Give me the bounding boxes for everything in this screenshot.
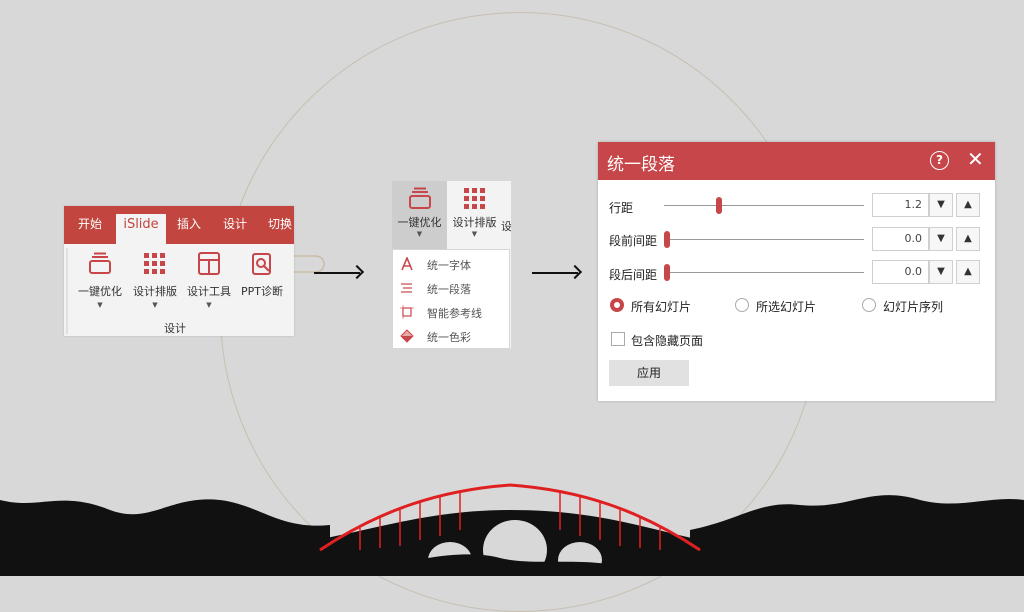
grid-icon — [144, 253, 165, 274]
space-before-label: 段前间距 — [609, 234, 658, 248]
radio-label: 所选幻灯片 — [756, 300, 817, 314]
chevron-up-icon: ▲ — [964, 233, 972, 244]
optimize-menu: 统一字体 统一段落 智能参考线 统一色彩 — [392, 249, 510, 349]
layers-icon — [408, 187, 431, 209]
radio-dot[interactable] — [862, 298, 876, 312]
ribbon-divider — [66, 248, 68, 334]
color-diamond-icon — [400, 329, 414, 343]
arrow-right-icon — [314, 272, 360, 274]
chevron-down-icon: ▼ — [937, 233, 945, 244]
design-layout-button[interactable]: 设计排版 ▼ — [127, 252, 183, 309]
design-layout-button[interactable]: 设计排版 ▼ — [447, 181, 502, 249]
menu-item-label: 统一色彩 — [427, 331, 471, 344]
button-label: 一键优化 — [78, 285, 122, 298]
apply-button[interactable]: 应用 — [609, 360, 689, 386]
dialog-title: 统一段落 — [607, 155, 675, 175]
button-label: 设计排版 — [452, 216, 497, 229]
chevron-down-icon: ▼ — [152, 301, 158, 309]
radio-label: 所有幻灯片 — [631, 300, 692, 314]
button-label: PPT诊断 — [241, 285, 283, 298]
ribbon-group-label: 设计 — [164, 322, 186, 335]
button-label: 设计工具 — [187, 285, 231, 298]
chevron-down-icon: ▼ — [937, 199, 945, 210]
design-tools-button[interactable]: 设计工具 ▼ — [181, 252, 237, 309]
font-a-icon — [401, 257, 413, 271]
line-spacing-slider-thumb[interactable] — [716, 197, 722, 214]
one-click-optimize-button[interactable]: 一键优化 ▼ — [72, 252, 128, 309]
menu-item-unify-font[interactable]: 统一字体 — [397, 253, 507, 275]
menu-item-label: 统一字体 — [427, 259, 471, 272]
radio-dot[interactable] — [735, 298, 749, 312]
tab-transition[interactable]: 切换 — [268, 217, 293, 231]
help-icon[interactable]: ? — [930, 151, 949, 170]
dropdown-screenshot: 一键优化 ▼ 设计排版 ▼ 设 统一字体 统一段落 智能参考线 统一色彩 — [392, 181, 511, 349]
radio-label: 幻灯片序列 — [883, 300, 944, 314]
ribbon-screenshot: 开始 iSlide 插入 设计 切换 一键优化 ▼ 设计排版 ▼ 设计工具 ▼ … — [64, 206, 294, 336]
arrow-right-icon — [532, 272, 578, 274]
decrement-button[interactable]: ▼ — [929, 193, 953, 217]
chevron-down-icon: ▼ — [471, 230, 478, 238]
guides-icon — [400, 305, 414, 319]
decrement-button[interactable]: ▼ — [929, 260, 953, 284]
menu-item-label: 智能参考线 — [427, 307, 482, 320]
line-spacing-label: 行距 — [609, 201, 634, 215]
tab-insert[interactable]: 插入 — [177, 217, 202, 231]
line-spacing-input[interactable]: 1.2 — [872, 193, 929, 217]
button-label: 设计排版 — [133, 285, 177, 298]
chevron-down-icon: ▼ — [97, 301, 103, 309]
radio-dot[interactable] — [610, 298, 624, 312]
ribbon-tab-bar — [64, 206, 294, 244]
truncated-design-button[interactable]: 设 — [501, 220, 511, 233]
tab-islide[interactable]: iSlide — [116, 214, 166, 244]
include-hidden-label: 包含隐藏页面 — [631, 334, 704, 348]
dialog-titlebar — [598, 142, 995, 180]
include-hidden-checkbox[interactable] — [611, 332, 625, 346]
line-spacing-slider-track[interactable] — [664, 205, 864, 206]
menu-item-label: 统一段落 — [427, 283, 471, 296]
space-after-label: 段后间距 — [609, 268, 658, 282]
space-before-slider-track[interactable] — [664, 239, 864, 240]
space-before-input[interactable]: 0.0 — [872, 227, 929, 251]
layout-icon — [198, 252, 220, 275]
space-before-slider-thumb[interactable] — [664, 231, 670, 248]
clipboard-search-icon — [252, 253, 271, 275]
chevron-down-icon: ▼ — [937, 266, 945, 277]
bridge-landscape-illustration — [0, 483, 1024, 576]
paragraph-lines-icon — [401, 283, 412, 293]
chevron-down-icon: ▼ — [416, 230, 423, 238]
grid-icon — [463, 188, 485, 209]
chevron-up-icon: ▲ — [964, 199, 972, 210]
menu-item-smart-guides[interactable]: 智能参考线 — [397, 301, 507, 323]
one-click-optimize-button[interactable]: 一键优化 ▼ — [392, 181, 447, 249]
space-after-input[interactable]: 0.0 — [872, 260, 929, 284]
layers-icon — [89, 252, 111, 274]
chevron-down-icon: ▼ — [206, 301, 212, 309]
increment-button[interactable]: ▲ — [956, 260, 980, 284]
menu-item-unify-color[interactable]: 统一色彩 — [397, 325, 507, 347]
space-after-slider-track[interactable] — [664, 272, 864, 273]
chevron-up-icon: ▲ — [964, 266, 972, 277]
tab-home[interactable]: 开始 — [78, 217, 103, 231]
ppt-diagnosis-button[interactable]: PPT诊断 — [234, 252, 290, 299]
unify-paragraph-dialog: 统一段落 ? ✕ 行距 1.2 ▼ ▲ 段前间距 0.0 ▼ ▲ 段后间距 0.… — [598, 142, 995, 401]
increment-button[interactable]: ▲ — [956, 193, 980, 217]
close-icon[interactable]: ✕ — [967, 147, 984, 171]
space-after-slider-thumb[interactable] — [664, 264, 670, 281]
increment-button[interactable]: ▲ — [956, 227, 980, 251]
menu-item-unify-paragraph[interactable]: 统一段落 — [397, 277, 507, 299]
decrement-button[interactable]: ▼ — [929, 227, 953, 251]
button-label: 一键优化 — [397, 216, 442, 229]
tab-design[interactable]: 设计 — [223, 217, 248, 231]
